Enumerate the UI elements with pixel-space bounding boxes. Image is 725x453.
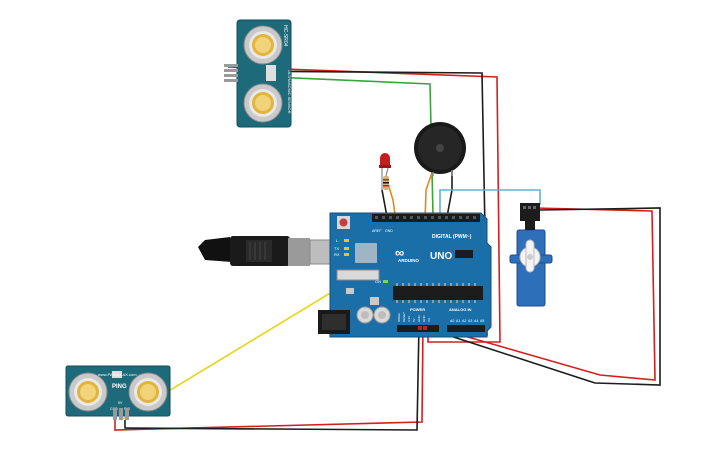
uno-label: UNO (430, 251, 452, 262)
svg-text:IOREF: IOREF (397, 313, 401, 322)
ping-pin-gnd-header[interactable] (113, 408, 117, 420)
wire-ping-5v[interactable] (114, 324, 424, 431)
on-label: ON (375, 279, 381, 284)
svg-text:GND: GND (422, 315, 426, 323)
svg-text:Vin: Vin (427, 317, 431, 322)
ultrasonic-sensor-top[interactable]: HC-SR04 ULTRASONIC SENSOR (224, 19, 292, 128)
svg-text:RESET: RESET (402, 312, 406, 322)
svg-text:A2: A2 (462, 319, 466, 323)
ping-pin-sig-header[interactable] (125, 408, 129, 420)
usb-cable (198, 236, 349, 266)
analog-label: ANALOG IN (449, 307, 472, 312)
analog-header (447, 325, 485, 332)
resistor[interactable] (383, 176, 389, 190)
wire-ping-gnd[interactable] (124, 324, 420, 431)
wire-servo-signal[interactable] (439, 189, 541, 222)
rx-label: RX (334, 252, 340, 257)
tx-label: TX (334, 246, 339, 251)
svg-text:A5: A5 (480, 319, 484, 323)
power-label: POWER (410, 307, 425, 312)
pin-gnd[interactable] (224, 79, 238, 82)
ping-pin-5v-header[interactable] (119, 408, 123, 420)
digital-label: DIGITAL (PWM~) (432, 234, 472, 240)
reset-button[interactable] (339, 218, 348, 227)
ping-sensor[interactable]: www.PARALLAX.com PING GND 5V SIG (65, 365, 171, 420)
arduino-infinity-logo: ∞ (395, 245, 404, 260)
svg-text:A0: A0 (450, 319, 454, 323)
ping-pin-5v: 5V (118, 401, 123, 405)
ping-brand: www.PARALLAX.com (98, 372, 137, 377)
wire-servo-gnd[interactable] (431, 207, 661, 386)
power-pin-labels: IOREF RESET 3.3V 5V GND GND Vin (397, 312, 431, 322)
svg-text:A3: A3 (468, 319, 472, 323)
svg-text:GND: GND (417, 315, 421, 323)
pin-trig[interactable] (224, 69, 238, 72)
gnd-label: GND (385, 229, 393, 233)
wire-buzzer-pos[interactable] (424, 169, 434, 223)
arduino-uno-board[interactable]: AREF GND DIGITAL (PWM~) L TX RX ∞ ARDUIN… (318, 212, 492, 338)
servo-motor[interactable] (509, 203, 553, 307)
red-led[interactable] (379, 153, 391, 190)
l-label: L (336, 238, 339, 243)
svg-text:3.3V: 3.3V (407, 316, 411, 322)
pin-vcc[interactable] (224, 64, 238, 67)
svg-text:5V: 5V (412, 318, 416, 322)
wire-servo-vcc[interactable] (425, 207, 656, 381)
ping-model: PING (112, 384, 127, 390)
sensor-top-brand: HC-SR04 (282, 25, 288, 47)
arduino-logo-text: ARDUINO (398, 258, 419, 263)
svg-text:A1: A1 (456, 319, 460, 323)
piezo-buzzer[interactable] (414, 122, 466, 176)
sensor-top-model: ULTRASONIC SENSOR (287, 70, 292, 114)
aref-label: AREF (372, 229, 381, 233)
atmega-chip (393, 286, 483, 300)
svg-text:A4: A4 (474, 319, 478, 323)
pin-echo[interactable] (224, 74, 238, 77)
analog-pin-labels: A0 A1 A2 A3 A4 A5 (450, 319, 484, 323)
